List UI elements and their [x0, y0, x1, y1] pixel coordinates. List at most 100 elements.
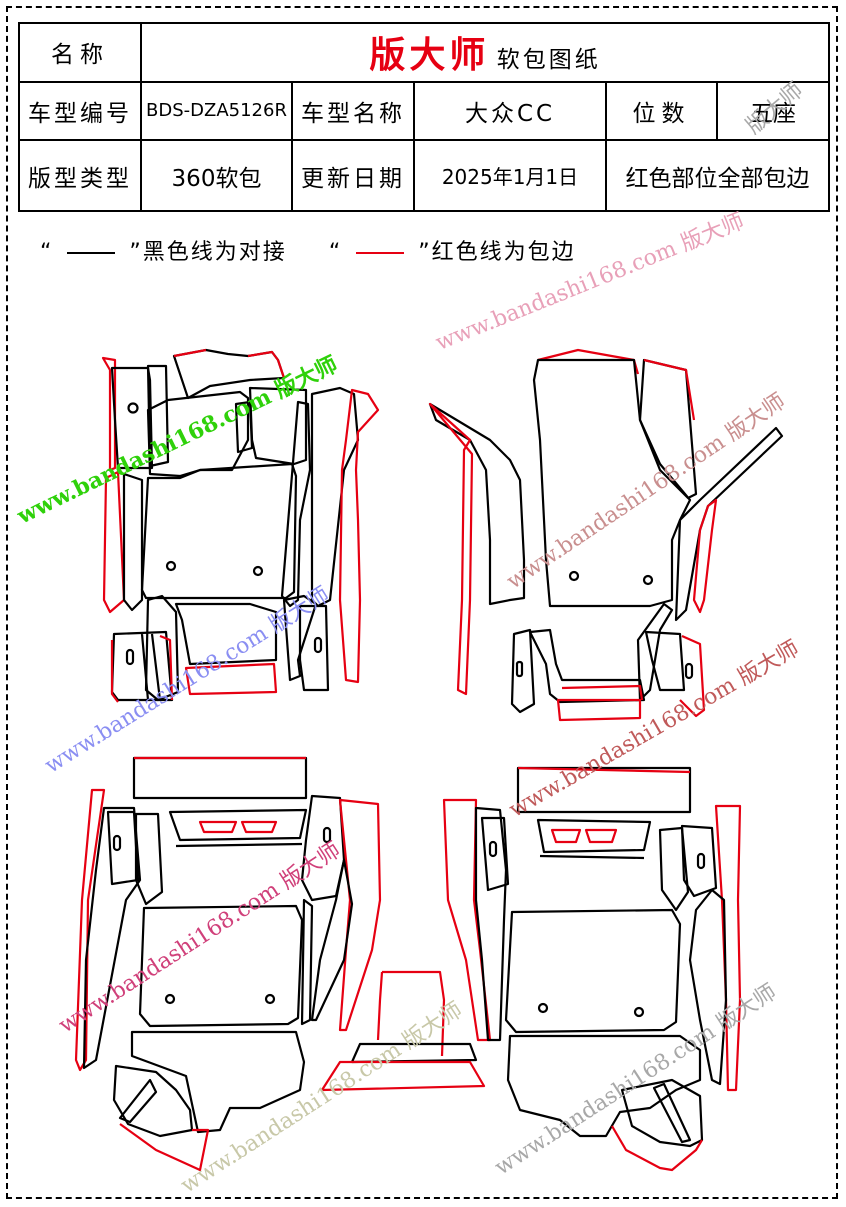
rl-wheel-arch-red — [119, 1123, 210, 1172]
legend-black-open: “ — [40, 240, 54, 265]
rr-floor-hole-b — [633, 1006, 645, 1018]
fl-pedal-inner — [234, 400, 254, 454]
binding-note: 红色部位全部包边 — [604, 139, 831, 212]
rl-right-pocket — [300, 794, 346, 902]
fr-rear-diag — [636, 602, 674, 702]
spec-table: 名称 版大师 软包图纸 车型编号 BDS-DZA5126R 车型名称 大众CC … — [18, 22, 831, 212]
fl-floor-hole-b — [252, 565, 264, 577]
fl-rear-left-piece — [144, 594, 180, 702]
seats-value: 五座 — [715, 80, 831, 142]
rr-wheel-arch-red — [611, 1125, 703, 1172]
rear-left-mat-set — [74, 756, 382, 1172]
ct-top-red — [376, 970, 446, 1057]
rl-main-floor — [138, 904, 304, 1028]
fr-diag-strip — [674, 426, 784, 622]
model-row: 车型编号 BDS-DZA5126R 车型名称 大众CC 位数 五座 — [18, 80, 831, 142]
fl-sill-strip — [102, 470, 126, 614]
rl-rear-step — [130, 1030, 306, 1134]
rr-front-bar-line — [539, 854, 645, 860]
legend-red-open: “ — [328, 240, 343, 265]
rl-front-cutout-b — [240, 820, 278, 834]
name-label: 名称 — [18, 22, 142, 83]
rl-right-pocket-slot — [322, 826, 332, 844]
rr-wheel-inner — [652, 1082, 692, 1144]
rr-floor-hole-a — [537, 1002, 549, 1014]
fl-main-floor — [140, 462, 298, 600]
update-date-label: 更新日期 — [291, 139, 415, 212]
fr-floor-hole-b — [642, 574, 654, 586]
model-name: 大众CC — [413, 80, 607, 142]
fr-left-slot — [515, 660, 524, 678]
fr-right-sill — [692, 498, 718, 614]
fr-rear-right-red — [679, 634, 706, 718]
pattern-type: 360软包 — [140, 139, 293, 212]
fl-top-flap — [172, 348, 286, 400]
rl-front-bar — [168, 808, 308, 842]
fl-pedal-cover — [248, 386, 308, 466]
fl-right-slot — [313, 636, 323, 654]
legend-black-text: ”黑色线为对接 — [129, 240, 287, 265]
fr-mid-stack — [528, 628, 646, 704]
fl-floor-hole-a — [165, 560, 177, 572]
rr-top-strip — [516, 766, 692, 814]
rl-floor-hole-a — [164, 993, 176, 1005]
pattern-type-label: 版型类型 — [18, 139, 142, 212]
rr-front-cutout-b — [584, 828, 618, 844]
rl-top-strip — [132, 756, 308, 800]
fl-console-strip — [310, 386, 360, 608]
legend-red-line — [356, 252, 405, 254]
rl-center-strip — [300, 898, 314, 1026]
rl-front-cutout-a — [198, 820, 238, 834]
fl-left-slot — [125, 648, 135, 666]
fr-firewall — [532, 358, 692, 608]
line-legend: “ ”黑色线为对接 “ ”红色线为包边 — [40, 234, 576, 266]
rl-left-pillar — [134, 812, 164, 906]
fl-left-pads-red — [110, 634, 174, 703]
rr-right-outer-red — [714, 804, 742, 1092]
rr-right-side — [688, 888, 728, 1086]
rr-front-cutout-a — [550, 828, 582, 844]
brand-title: 版大师 — [369, 35, 490, 77]
ct-bottom-red — [320, 1060, 486, 1092]
front-left-mat-set — [101, 348, 380, 703]
fl-right-rear — [282, 594, 318, 682]
rr-wheel-arch — [620, 1078, 704, 1148]
center-tunnel-set — [320, 970, 486, 1092]
document-name: 软包图纸 — [496, 47, 601, 74]
fr-floor-hole-a — [568, 570, 580, 582]
model-code: BDS-DZA5126R — [140, 80, 293, 142]
title-cell: 版大师 软包图纸 — [139, 22, 831, 83]
fr-rear-right-slot — [684, 662, 694, 680]
rl-floor-hole-b — [264, 993, 276, 1005]
seats-label: 位数 — [605, 80, 718, 142]
fr-left-pad — [510, 628, 536, 714]
rr-left-side — [474, 806, 508, 1042]
rl-left-pocket — [106, 810, 140, 886]
fl-clip-hole — [127, 402, 139, 414]
rl-left-outer-red — [74, 788, 106, 1072]
fl-tunnel — [280, 400, 312, 608]
fl-sill-black — [122, 472, 144, 612]
fr-tunnel-red — [428, 402, 474, 696]
model-code-label: 车型编号 — [18, 80, 142, 142]
rr-top-strip-red — [517, 766, 691, 774]
fl-rear-mid — [174, 602, 278, 666]
fl-right-pad — [298, 604, 330, 692]
rl-right-red — [338, 798, 382, 1032]
fr-top-piece — [537, 348, 640, 375]
fl-left-side-panel — [101, 356, 117, 472]
rr-right-pillar — [658, 826, 690, 912]
rl-front-bar-line — [175, 842, 303, 848]
rr-rear-step — [506, 1034, 702, 1138]
fl-rear-red — [184, 662, 278, 696]
model-name-label: 车型名称 — [291, 80, 415, 142]
fr-tunnel — [428, 402, 526, 606]
type-row: 版型类型 360软包 更新日期 2025年1月1日 红色部位全部包边 — [18, 139, 831, 212]
rl-right-black — [310, 858, 354, 1022]
rr-main-floor — [504, 908, 682, 1034]
fr-rear-right — [644, 630, 686, 692]
update-date: 2025年1月1日 — [413, 139, 607, 212]
legend-red-text: ”红色线为包边 — [418, 240, 576, 265]
fl-top-flap-red — [173, 348, 286, 379]
rr-left-pocket — [480, 816, 510, 892]
